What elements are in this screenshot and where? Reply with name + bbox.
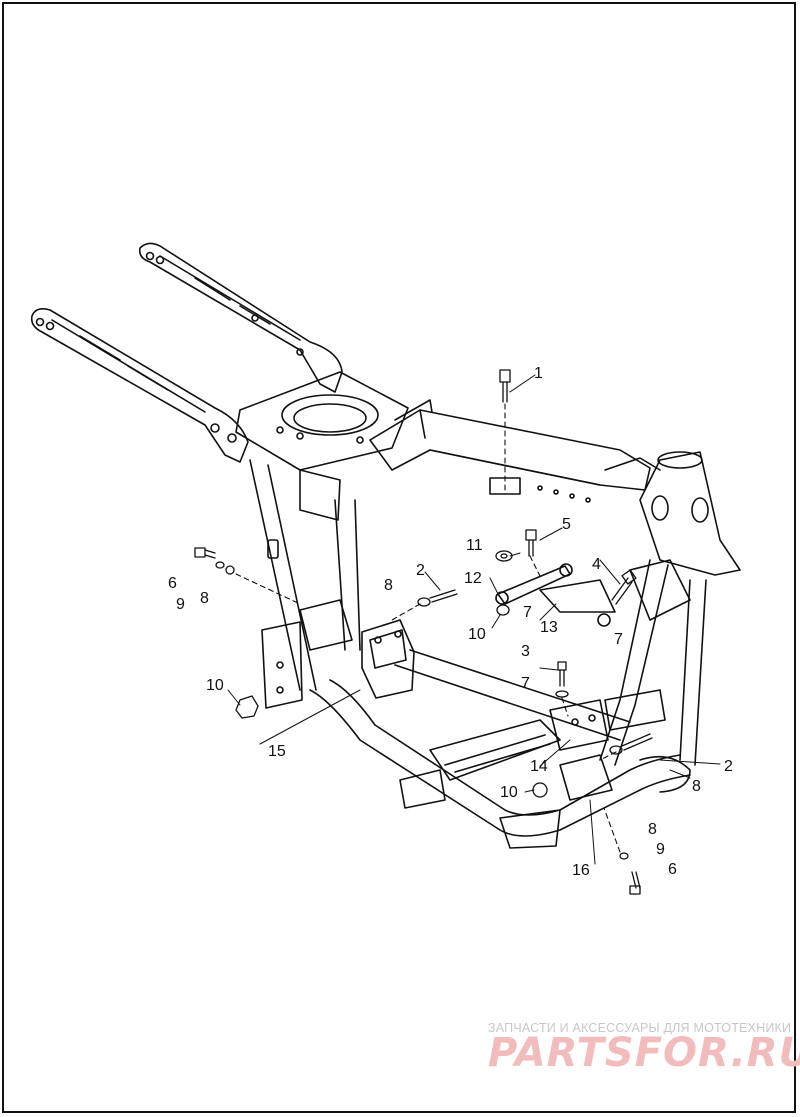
callout-13: 13: [540, 619, 558, 636]
callout-14: 14: [530, 758, 548, 775]
callout-7: 7: [521, 675, 530, 692]
callout-1: 1: [534, 365, 543, 382]
callout-8: 8: [648, 821, 657, 838]
callout-9: 9: [176, 596, 185, 613]
callout-10: 10: [500, 784, 518, 801]
backbone: [369, 399, 651, 503]
rear-strut-upper: [138, 242, 343, 393]
stabilizer-link: [495, 563, 616, 627]
lower-frame-rails: [309, 649, 691, 849]
callout-labels: 1 2 2 3 4 5 6 6 7 7 7 8 8 8 8 9 9 10 10 …: [168, 365, 733, 879]
callout-8: 8: [200, 590, 209, 607]
callout-3: 3: [521, 643, 530, 660]
leader-lines: [227, 374, 721, 865]
callout-16: 16: [572, 862, 590, 879]
callout-15: 15: [268, 743, 286, 760]
callout-6: 6: [668, 861, 677, 878]
callout-10: 10: [206, 677, 224, 694]
callout-6: 6: [168, 575, 177, 592]
callout-7: 7: [523, 604, 532, 621]
rear-isolator-mount: [361, 619, 415, 699]
callout-5: 5: [562, 516, 571, 533]
steering-head: [604, 451, 741, 621]
assembly-lines: [235, 403, 621, 853]
callout-9: 9: [656, 841, 665, 858]
watermark-logo: PARTSFOR.RU: [488, 1030, 800, 1076]
callout-4: 4: [592, 556, 601, 573]
callout-12: 12: [464, 570, 482, 587]
callout-2: 2: [416, 562, 425, 579]
callout-7: 7: [614, 631, 623, 648]
callout-11: 11: [466, 537, 483, 554]
callout-2: 2: [724, 758, 733, 775]
rear-strut-lower: [30, 308, 304, 463]
watermark-caption: ЗАПЧАСТИ И АКСЕССУАРЫ ДЛЯ МОТОТЕХНИКИ: [488, 1021, 792, 1035]
front-isolator-mount: [549, 699, 613, 801]
callout-10: 10: [468, 626, 486, 643]
rear-downtubes: [249, 459, 361, 709]
front-downtubes: [599, 559, 707, 766]
seat-post-plate: [235, 371, 409, 471]
callout-8: 8: [384, 577, 393, 594]
fasteners: [194, 369, 653, 895]
callout-8: 8: [692, 778, 701, 795]
